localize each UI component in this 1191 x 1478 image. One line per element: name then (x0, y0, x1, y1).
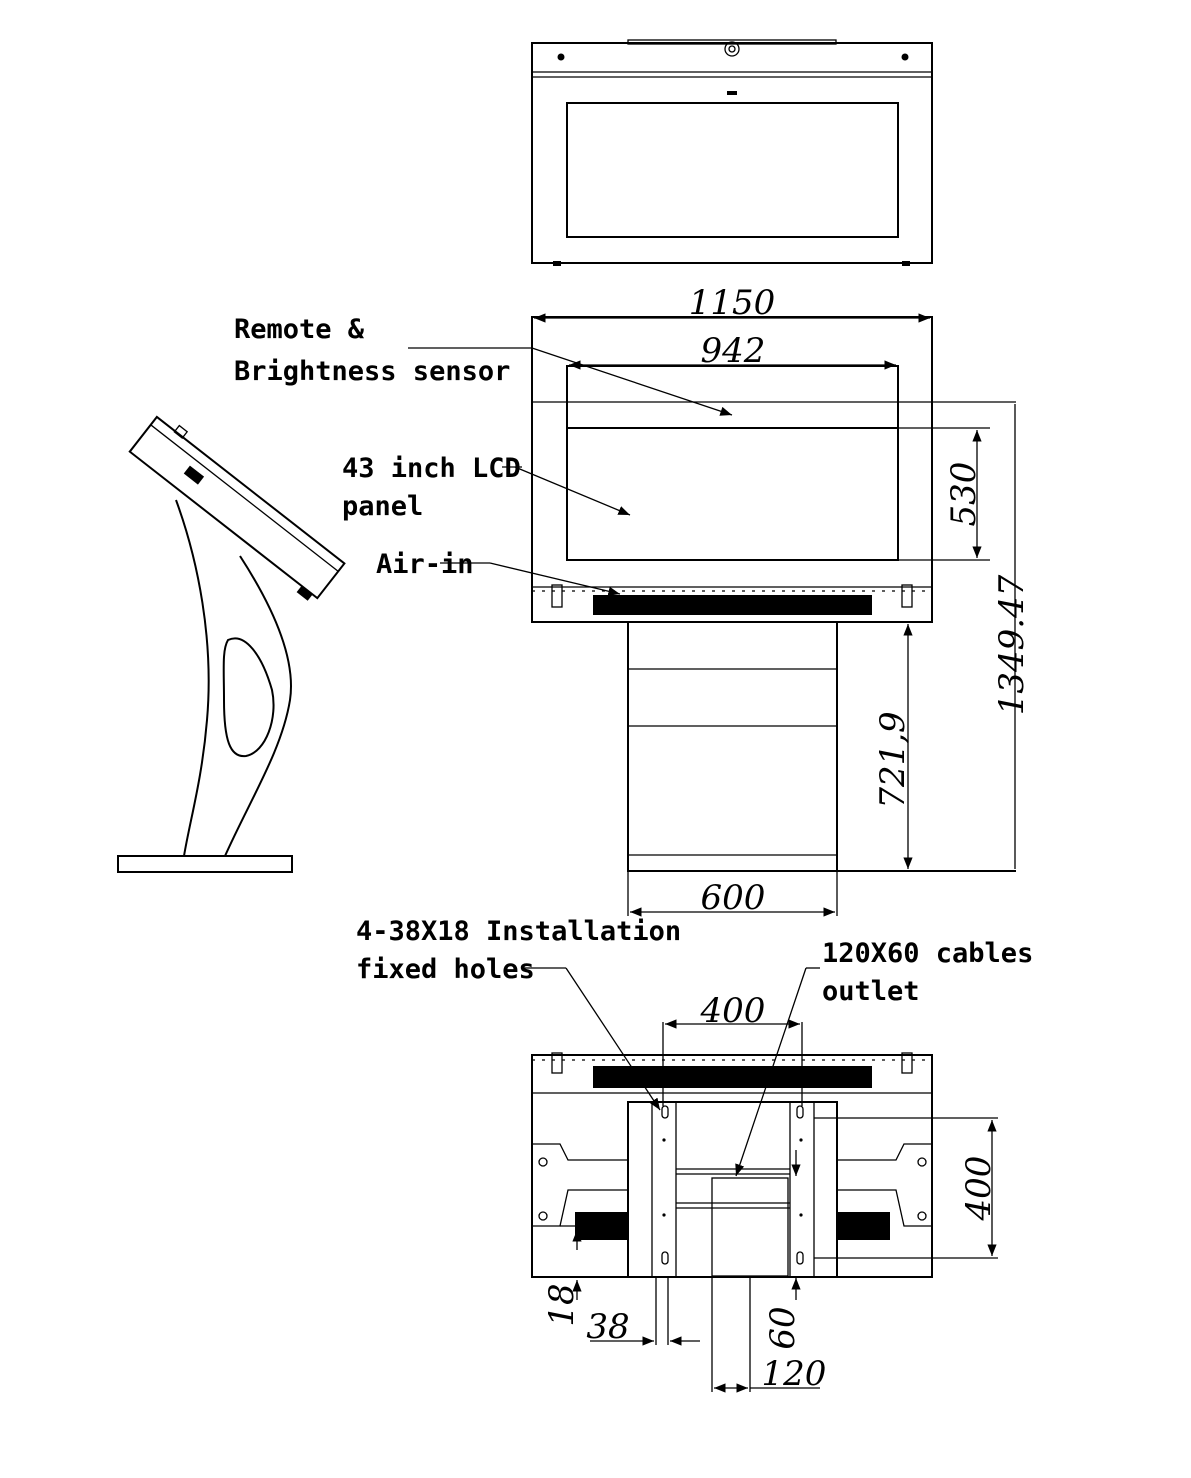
dim-stand-height: 721,9 (873, 711, 913, 808)
dim-total-width: 1150 (689, 283, 776, 323)
dim-hole-spacing-x: 400 (700, 991, 766, 1031)
dim-hole-spacing-y: 400 (959, 1156, 999, 1222)
dim-outlet-width: 120 (762, 1354, 827, 1394)
label-air-in: Air-in (376, 549, 474, 580)
label-brightness-sensor: Brightness sensor (234, 356, 510, 387)
label-installation-holes-2: fixed holes (356, 954, 535, 985)
label-cables-outlet-2: outlet (822, 976, 920, 1007)
dim-hole-width: 38 (586, 1307, 629, 1347)
side-view (117, 415, 346, 873)
dim-total-height: 1349.47 (992, 574, 1032, 715)
front-view (531, 316, 1016, 872)
label-lcd-panel: 43 inch LCD (342, 453, 521, 484)
label-cables-outlet: 120X60 cables (822, 938, 1033, 969)
label-installation-holes: 4-38X18 Installation (356, 916, 681, 947)
dim-screen-height: 530 (944, 462, 984, 527)
label-remote: Remote & (234, 314, 365, 345)
dim-outlet-height: 60 (763, 1306, 803, 1349)
dim-stand-width: 600 (701, 878, 766, 918)
top-view (531, 39, 933, 266)
dim-hole-height: 18 (542, 1283, 582, 1326)
label-lcd-panel-2: panel (342, 491, 423, 522)
dim-screen-width: 942 (701, 331, 766, 371)
bottom-view (531, 1052, 933, 1278)
